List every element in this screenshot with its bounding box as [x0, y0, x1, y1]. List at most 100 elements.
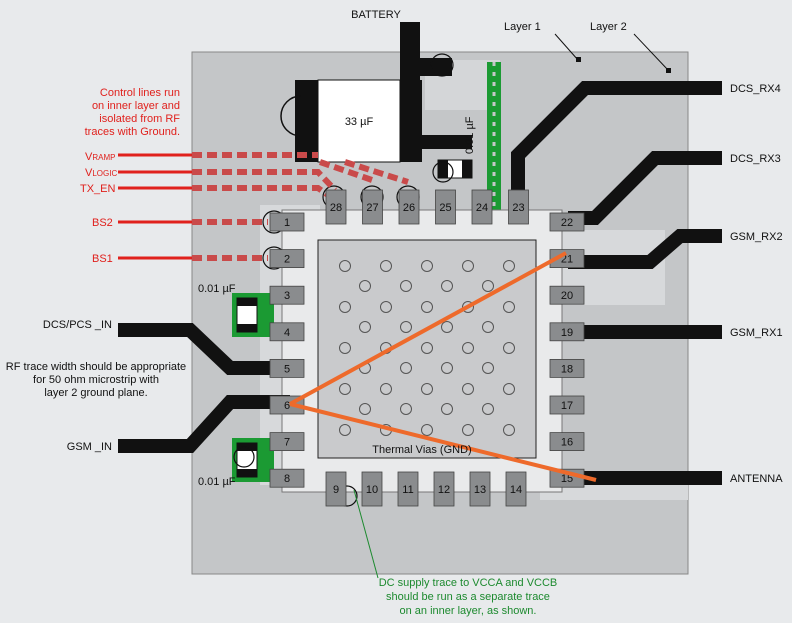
pin-19: 19	[549, 322, 585, 342]
pin-24: 24	[471, 189, 493, 225]
cap-33uf-pad-left	[295, 80, 319, 162]
thermal-via	[400, 321, 412, 333]
pin-22: 22	[549, 212, 585, 232]
pin-number: 18	[561, 363, 573, 375]
thermal-via	[441, 280, 453, 292]
rf-path-overlay	[289, 251, 597, 482]
pin-5: 5	[269, 358, 305, 378]
rf-traces	[118, 81, 722, 485]
control-note-line-2: on inner layer and	[92, 100, 180, 112]
pin-pad	[269, 285, 305, 305]
layer1-label: Layer 1	[504, 21, 541, 33]
dcs-rx3-label: DCS_RX3	[730, 153, 781, 165]
vramp-label: VRAMP	[85, 151, 115, 163]
thermal-via	[339, 342, 351, 354]
pin-pad	[361, 471, 383, 507]
thermal-via	[359, 403, 371, 415]
pin-pad	[469, 471, 491, 507]
pin-25: 25	[435, 189, 456, 225]
thermal-via	[503, 424, 515, 436]
thermal-via	[482, 321, 494, 333]
pin-number: 6	[284, 400, 290, 412]
tx-en-label: TX_EN	[80, 183, 116, 195]
cap-left-a-pad	[237, 298, 257, 306]
pin-pad	[549, 212, 585, 232]
pin-number: 26	[403, 202, 415, 214]
thermal-via	[462, 383, 474, 395]
pin-number: 16	[561, 437, 573, 449]
pin-number: 9	[333, 484, 339, 496]
pin-number: 11	[402, 484, 413, 496]
pin-27: 27	[362, 189, 383, 225]
thermal-via	[482, 280, 494, 292]
control-note-line-4: traces with Ground.	[85, 126, 180, 138]
gsm-in-label: GSM _IN	[67, 441, 112, 453]
pin-1: 1	[269, 212, 305, 232]
battery-to-cap	[410, 135, 472, 149]
pin-8: 8	[269, 468, 305, 488]
pin-number: 14	[510, 484, 522, 496]
cap-top-label: 0.01 µF	[464, 116, 476, 154]
thermal-via	[400, 403, 412, 415]
pin-pad	[433, 471, 455, 507]
pin-pad	[325, 189, 347, 225]
pin-number: 10	[366, 484, 378, 496]
pin-pad	[269, 468, 305, 488]
thermal-via	[421, 260, 433, 272]
thermal-via	[482, 362, 494, 374]
thermal-via	[359, 321, 371, 333]
pin-pad	[549, 285, 585, 305]
pin-pad	[549, 322, 585, 342]
battery-label: BATTERY	[351, 9, 401, 21]
pin-10: 10	[361, 471, 383, 507]
dc-note-leader	[353, 489, 379, 579]
bs2-label: BS2	[92, 217, 113, 229]
thermal-via	[421, 383, 433, 395]
pin-number: 4	[284, 327, 290, 339]
pin-pad	[397, 471, 419, 507]
gsm-rx1-label: GSM_RX1	[730, 327, 783, 339]
pin-pad	[398, 189, 420, 225]
thermal-via	[339, 301, 351, 313]
pin-number: 19	[561, 327, 573, 339]
thermal-via	[503, 383, 515, 395]
control-lines-outside	[118, 153, 192, 260]
control-note-line-3: isolated from RF	[99, 113, 180, 125]
rf-note-line-1: RF trace width should be appropriate	[6, 361, 186, 373]
pin-18: 18	[549, 358, 585, 378]
thermal-via	[462, 424, 474, 436]
thermal-via	[400, 362, 412, 374]
pin-pad	[269, 212, 305, 232]
pin-number: 15	[561, 473, 573, 485]
control-note-line-1: Control lines run	[100, 87, 180, 99]
pin-number: 8	[284, 473, 290, 485]
pin-3: 3	[269, 285, 305, 305]
pin-pad	[269, 358, 305, 378]
vlogic-label: VLOGIC	[85, 167, 117, 179]
bs1-label: BS1	[92, 253, 113, 265]
pin-number: 20	[561, 290, 573, 302]
pin-pad	[325, 471, 347, 507]
pin-number: 24	[476, 202, 488, 214]
pin-number: 7	[284, 437, 290, 449]
thermal-via	[339, 260, 351, 272]
pin-21: 21	[549, 249, 585, 269]
pin-number: 2	[284, 254, 290, 266]
cap-left-b-pad2	[237, 469, 257, 477]
pin-11: 11	[397, 471, 419, 507]
cap-33uf-pad-right	[398, 80, 422, 162]
pin-pad	[269, 249, 305, 269]
thermal-via	[462, 301, 474, 313]
rf-note-line-3: layer 2 ground plane.	[44, 387, 147, 399]
pin-pad	[549, 358, 585, 378]
pin-4: 4	[269, 322, 305, 342]
pin-number: 13	[474, 484, 486, 496]
thermal-via	[482, 403, 494, 415]
thermal-via	[421, 301, 433, 313]
pin-number: 21	[561, 254, 573, 266]
thermal-vias-label: Thermal Vias (GND)	[372, 444, 471, 456]
thermal-vias	[339, 260, 515, 436]
layer2-label: Layer 2	[590, 21, 627, 33]
